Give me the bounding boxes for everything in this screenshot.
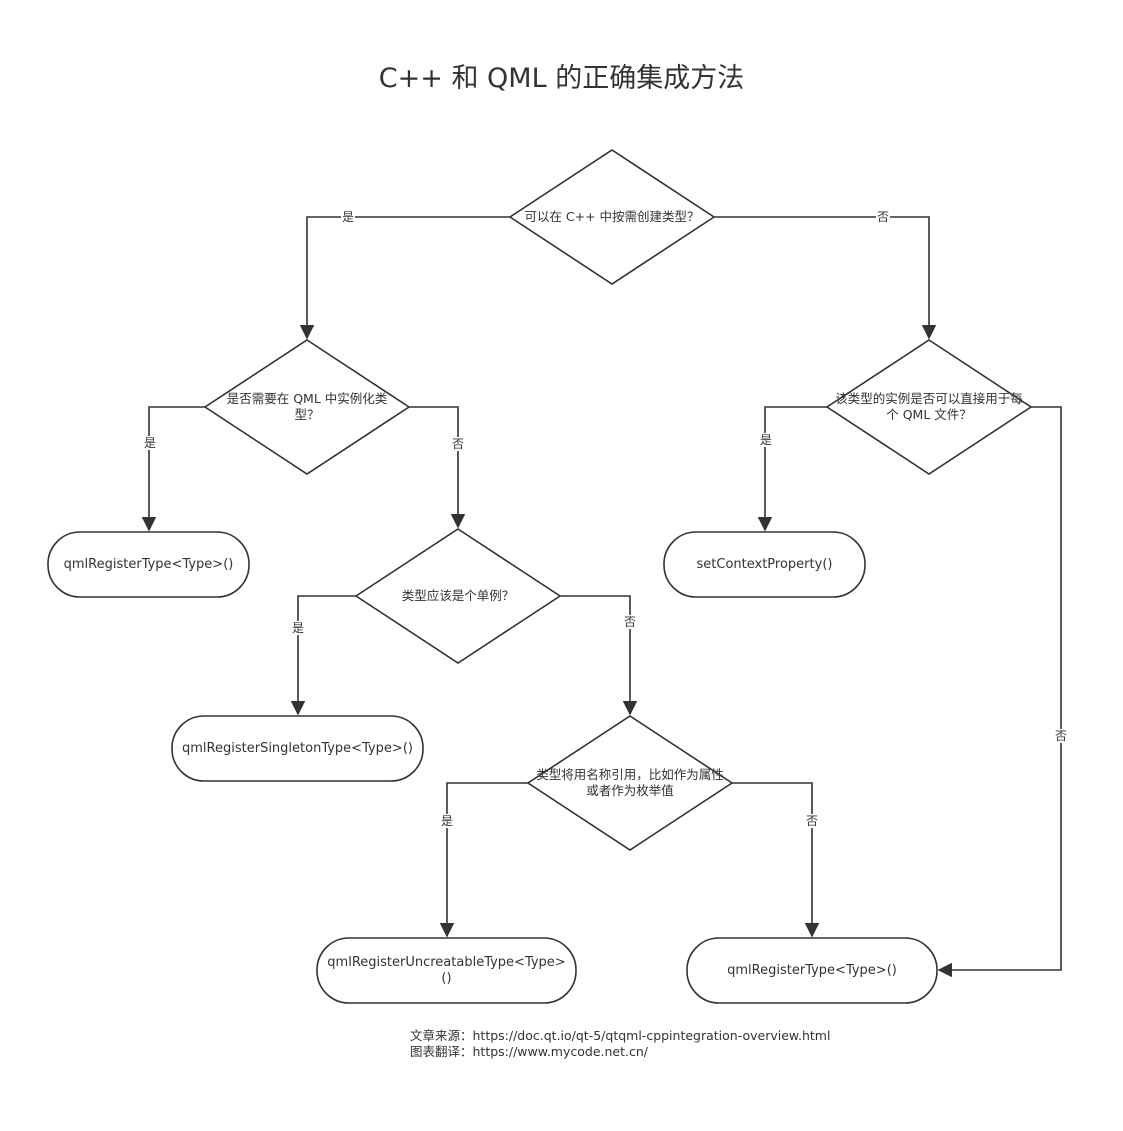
decision-name-ref-text: 类型将用名称引用，比如作为属性或者作为枚举值 bbox=[536, 767, 724, 798]
edge-instantiate-no bbox=[409, 406, 466, 529]
edge-instance-direct-no bbox=[937, 406, 1062, 978]
edge-label-instantiate-no: 否 bbox=[451, 437, 466, 451]
footer-source: 文章来源：https://doc.qt.io/qt-5/qtqml-cppint… bbox=[410, 1028, 831, 1043]
footer: 文章来源：https://doc.qt.io/qt-5/qtqml-cppint… bbox=[410, 1028, 830, 1060]
terminal-uncreatable-text: qmlRegisterUncreatableType<Type>() bbox=[327, 955, 566, 986]
terminal-register-type-right-text: qmlRegisterType<Type>() bbox=[727, 963, 897, 978]
edge-label-name-ref-no: 否 bbox=[805, 814, 820, 828]
edge-name-ref-no bbox=[732, 782, 820, 938]
edge-label-singleton-yes: 是 bbox=[291, 621, 306, 635]
edge-label-instance-direct-no: 否 bbox=[1054, 729, 1069, 743]
terminal-singleton-text: qmlRegisterSingletonType<Type>() bbox=[182, 741, 413, 756]
edge-singleton-yes bbox=[290, 595, 356, 716]
decision-instantiate-shape bbox=[203, 339, 411, 475]
decision-create-shape bbox=[508, 149, 716, 285]
decision-create-text: 可以在 C++ 中按需创建类型？ bbox=[524, 209, 700, 224]
decision-singleton-text: 类型应该是个单例？ bbox=[401, 588, 515, 603]
terminal-register-type-left-shape bbox=[47, 531, 250, 598]
edge-create-yes bbox=[299, 216, 510, 340]
edge-singleton-no bbox=[560, 595, 638, 716]
terminal-register-type-left-text: qmlRegisterType<Type>() bbox=[63, 557, 234, 572]
edge-instance-direct-yes bbox=[757, 406, 827, 532]
decision-instance-direct-text: 该类型的实例是否可以直接用于每个 QML 文件？ bbox=[835, 391, 1023, 422]
terminal-context-property-shape bbox=[663, 531, 866, 598]
terminal-uncreatable-shape bbox=[316, 937, 577, 1004]
terminal-singleton-shape bbox=[171, 715, 424, 782]
terminal-context-property-text: setContextProperty() bbox=[696, 557, 833, 572]
decision-name-ref-shape bbox=[526, 715, 734, 851]
decision-instantiate-text: 是否需要在 QML 中实例化类型？ bbox=[226, 391, 388, 422]
edge-instantiate-yes bbox=[141, 406, 205, 532]
edge-label-name-ref-yes: 是 bbox=[440, 814, 455, 828]
decision-instance-direct-shape bbox=[825, 339, 1033, 475]
edge-create-no bbox=[714, 216, 937, 340]
edge-label-instance-direct-yes: 是 bbox=[759, 433, 774, 447]
edge-label-singleton-no: 否 bbox=[623, 615, 638, 629]
edge-label-instantiate-yes: 是 bbox=[143, 436, 158, 450]
edge-name-ref-yes bbox=[439, 782, 528, 938]
diagram-title: C++ 和 QML 的正确集成方法 bbox=[378, 63, 745, 94]
terminal-register-type-right-shape bbox=[686, 937, 938, 1004]
decision-singleton-shape bbox=[354, 528, 562, 664]
footer-translation: 图表翻译：https://www.mycode.net.cn/ bbox=[410, 1044, 648, 1059]
edge-label-create-no: 否 bbox=[876, 210, 891, 224]
edge-label-create-yes: 是 bbox=[341, 210, 356, 224]
